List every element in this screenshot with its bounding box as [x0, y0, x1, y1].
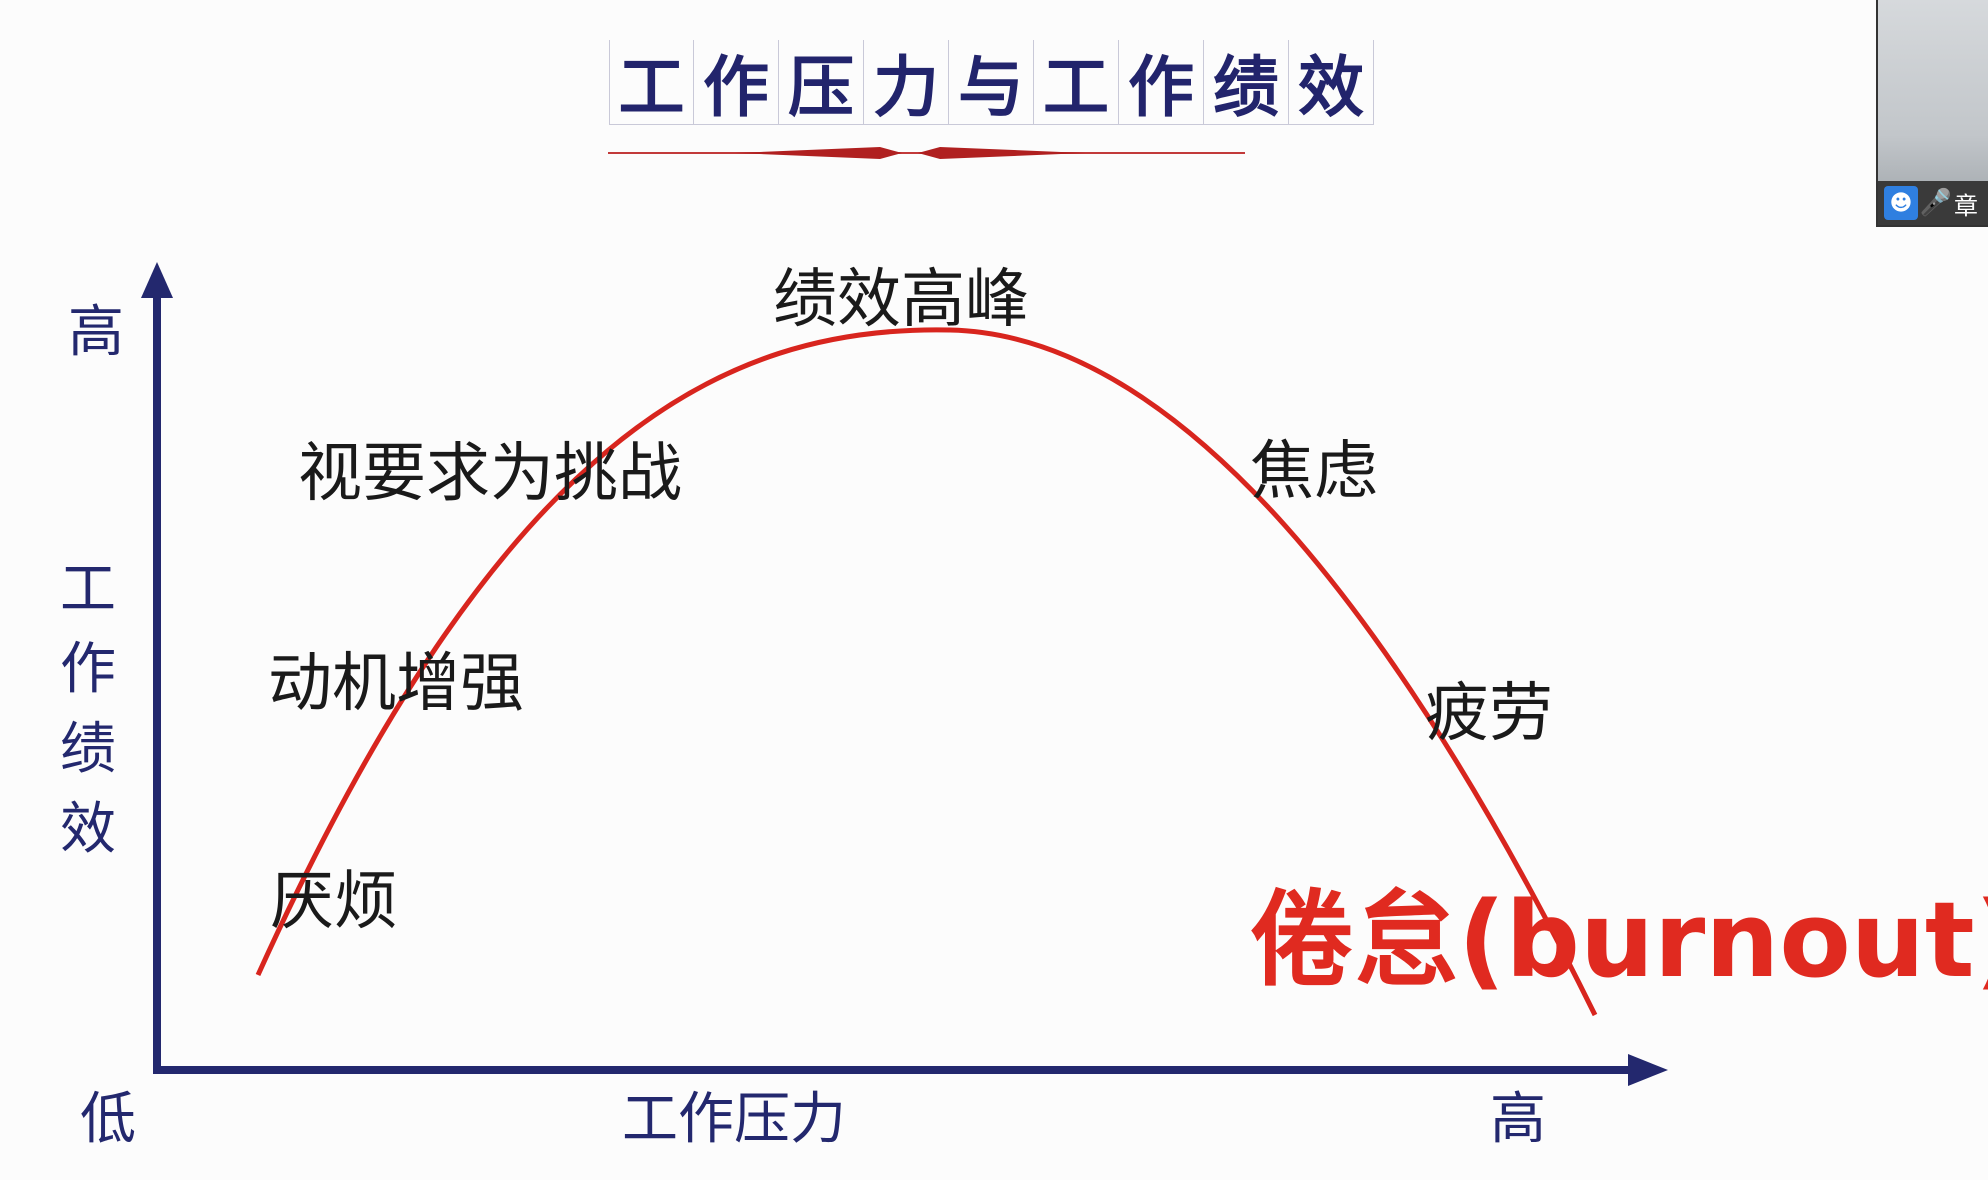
title-char: 效 [1289, 40, 1374, 126]
x-axis-title: 工作压力 [622, 1087, 846, 1152]
label-boredom: 厌烦 [270, 865, 398, 939]
title-char: 工 [609, 40, 694, 126]
title-char: 与 [949, 40, 1034, 126]
title-char: 作 [694, 40, 779, 126]
title-char: 绩 [1204, 40, 1289, 126]
slide-title: 工作压力与工作绩效 [609, 40, 1374, 126]
x-axis-low-label: 低 [80, 1087, 136, 1152]
label-anxiety: 焦虑 [1250, 435, 1378, 509]
label-burnout: 倦怠(burnout) [1250, 879, 1988, 1001]
participant-status-bar: ☻ 🎤 章 [1878, 181, 1988, 225]
label-challenge: 视要求为挑战 [298, 437, 682, 511]
user-icon: ☻ [1884, 186, 1918, 220]
title-char: 作 [1119, 40, 1204, 126]
title-underline-ornament [608, 147, 1245, 159]
x-axis-high-label: 高 [1490, 1087, 1546, 1152]
y-axis-high-label: 高 [68, 300, 124, 365]
performance-curve [255, 327, 1598, 1017]
participant-name: 章 [1954, 191, 1978, 220]
microphone-icon[interactable]: 🎤 [1919, 188, 1953, 218]
label-motivation: 动机增强 [268, 647, 524, 721]
title-char: 压 [779, 40, 864, 126]
y-axis-title: 工作绩效 [60, 557, 116, 862]
label-fatigue: 疲劳 [1425, 677, 1553, 751]
label-performance-peak: 绩效高峰 [773, 263, 1029, 337]
video-participant-tile[interactable]: ☻ 🎤 章 [1876, 0, 1988, 227]
title-char: 力 [864, 40, 949, 126]
y-axis-arrow [141, 262, 173, 298]
title-char: 工 [1034, 40, 1119, 126]
x-axis-arrow [1628, 1054, 1668, 1086]
